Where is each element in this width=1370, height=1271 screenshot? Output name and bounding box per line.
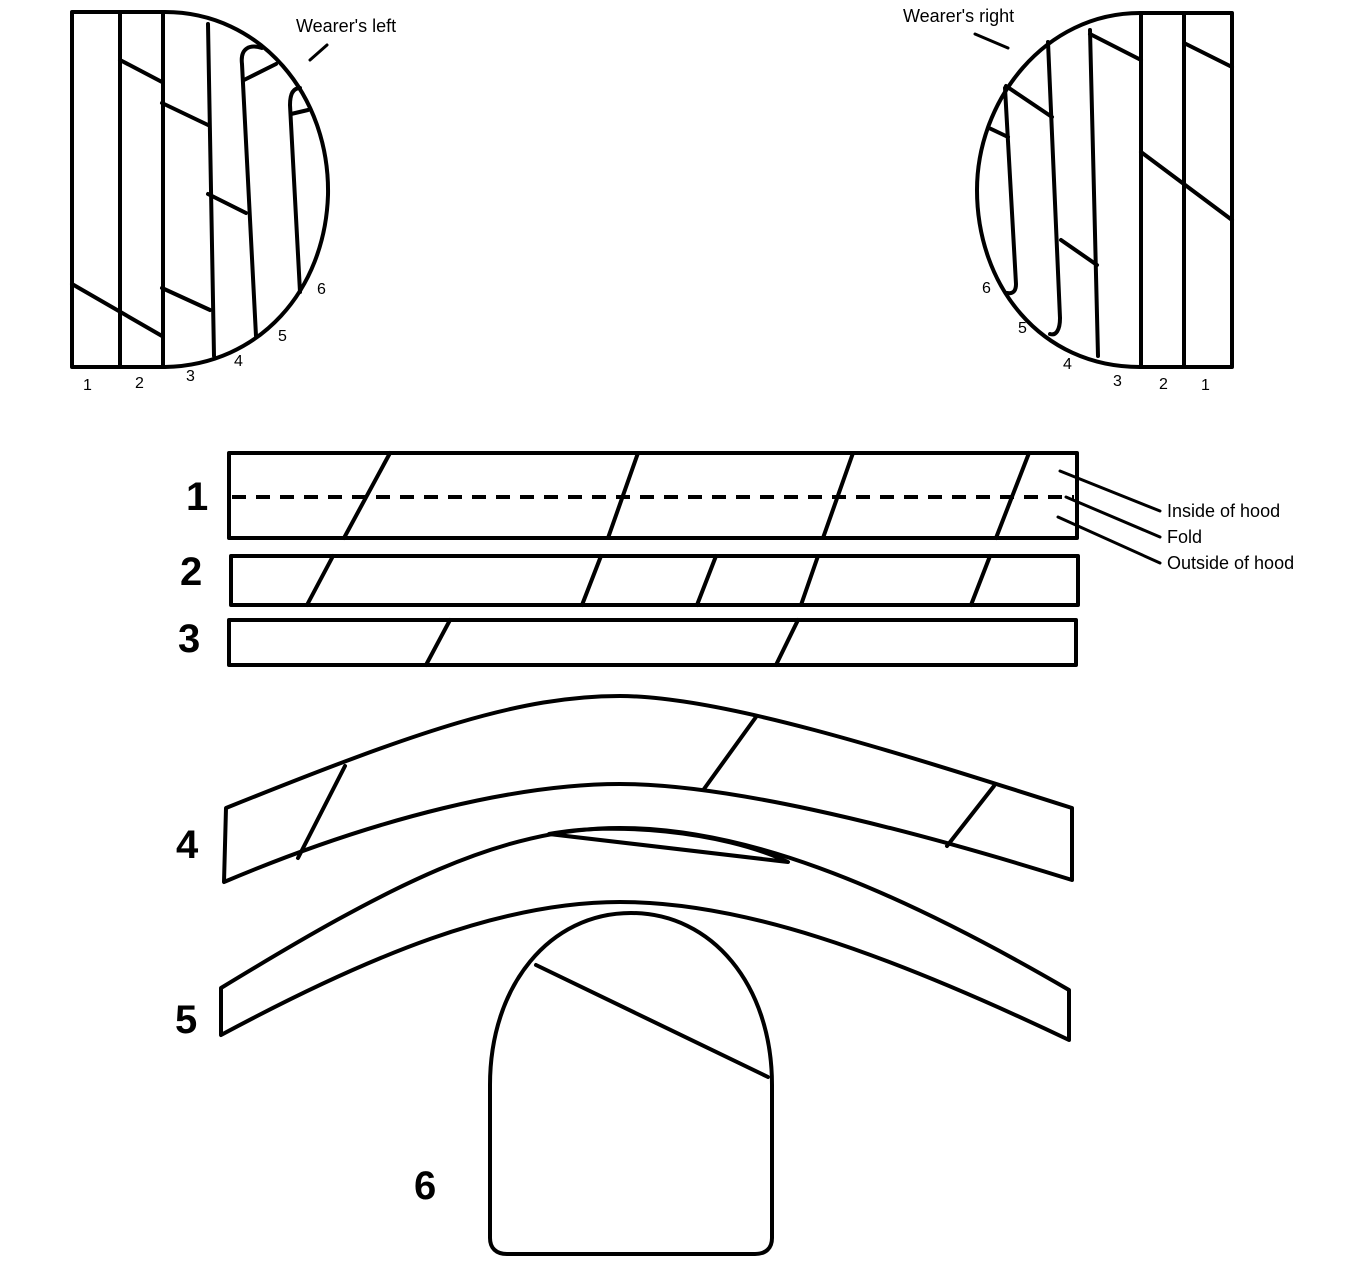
right-piece-number: 4 bbox=[1063, 356, 1072, 373]
right-caption-pointer bbox=[973, 32, 1010, 50]
left-piece-number: 1 bbox=[83, 377, 92, 394]
left-seam bbox=[289, 108, 310, 116]
piece-5-label: 5 bbox=[175, 998, 197, 1042]
piece-2-seam bbox=[580, 554, 603, 607]
piece-2-label: 2 bbox=[180, 550, 202, 594]
right-seam bbox=[1088, 32, 1143, 62]
piece-5-gusset bbox=[547, 826, 790, 864]
right-piece-number: 1 bbox=[1201, 377, 1210, 394]
fold-callouts: Inside of hood Fold Outside of hood bbox=[1056, 469, 1294, 573]
left-strip-loop-6 bbox=[288, 86, 302, 294]
piece-6: 6 bbox=[414, 911, 774, 1256]
left-view-caption: Wearer's left bbox=[296, 16, 396, 36]
left-seam bbox=[70, 282, 164, 338]
piece-2: 2 bbox=[180, 550, 1080, 607]
piece-5-outline bbox=[219, 826, 1071, 1042]
right-piece-number: 6 bbox=[982, 280, 991, 297]
right-seam bbox=[1139, 150, 1234, 222]
left-caption-pointer bbox=[308, 43, 329, 62]
left-piece-number: 5 bbox=[278, 328, 287, 345]
right-seam bbox=[1059, 238, 1099, 267]
right-strip-loop-5 bbox=[1046, 40, 1062, 337]
right-seam bbox=[1004, 84, 1054, 119]
piece-3-seam bbox=[424, 618, 452, 667]
left-piece-number: 6 bbox=[317, 281, 326, 298]
left-seam bbox=[242, 62, 278, 82]
right-view-outline bbox=[975, 11, 1234, 369]
fold-callout-pointer bbox=[1064, 495, 1162, 539]
left-seam bbox=[118, 58, 164, 84]
left-seam bbox=[206, 192, 248, 215]
left-seam bbox=[160, 101, 210, 127]
outside-callout-pointer bbox=[1056, 515, 1162, 565]
piece-2-seam bbox=[799, 554, 820, 607]
piece-2-seam bbox=[969, 554, 992, 607]
piece-6-label: 6 bbox=[414, 1164, 436, 1208]
inside-callout-pointer bbox=[1058, 469, 1162, 513]
piece-1-seam bbox=[994, 451, 1031, 540]
left-strip-divider-3 bbox=[206, 22, 216, 358]
right-seam bbox=[987, 126, 1010, 139]
piece-2-seam bbox=[695, 554, 718, 607]
right-strip-loop-6 bbox=[1003, 86, 1018, 296]
left-side-view: Wearer's left 1 2 3 4 5 6 bbox=[70, 10, 396, 394]
left-strip-loop-5 bbox=[239, 44, 264, 338]
right-piece-number: 2 bbox=[1159, 376, 1168, 393]
right-piece-number: 5 bbox=[1018, 320, 1027, 337]
piece-3-label: 3 bbox=[178, 617, 200, 661]
piece-4-seam bbox=[296, 764, 347, 860]
right-piece-number: 3 bbox=[1113, 373, 1122, 390]
piece-1: 1 bbox=[186, 451, 1079, 540]
piece-4-outline bbox=[222, 694, 1074, 884]
piece-4: 4 bbox=[176, 694, 1074, 884]
left-seam bbox=[160, 286, 212, 312]
inside-of-hood-label: Inside of hood bbox=[1167, 501, 1280, 521]
piece-2-outline bbox=[229, 554, 1080, 607]
piece-3: 3 bbox=[178, 617, 1078, 667]
right-view-caption: Wearer's right bbox=[903, 6, 1014, 26]
left-piece-number: 2 bbox=[135, 375, 144, 392]
piece-5: 5 bbox=[175, 826, 1071, 1042]
left-piece-number: 4 bbox=[234, 353, 243, 370]
outside-of-hood-label: Outside of hood bbox=[1167, 553, 1294, 573]
left-view-outline bbox=[70, 10, 331, 369]
piece-6-outline bbox=[488, 911, 774, 1256]
left-piece-number: 3 bbox=[186, 368, 195, 385]
piece-6-seam bbox=[534, 963, 770, 1079]
piece-1-seam bbox=[342, 451, 392, 540]
piece-3-outline bbox=[227, 618, 1078, 667]
right-seam bbox=[1182, 41, 1234, 69]
piece-4-label: 4 bbox=[176, 823, 199, 867]
right-strip-divider-3 bbox=[1088, 28, 1100, 358]
piece-1-seam bbox=[606, 451, 640, 540]
piece-4-seam bbox=[702, 715, 758, 791]
piece-4-seam bbox=[945, 784, 996, 848]
fold-label: Fold bbox=[1167, 527, 1202, 547]
right-side-view: Wearer's right 6 5 4 3 2 1 bbox=[903, 6, 1234, 394]
piece-1-seam bbox=[821, 451, 855, 540]
piece-1-outline bbox=[227, 451, 1079, 540]
piece-1-label: 1 bbox=[186, 475, 208, 519]
piece-2-seam bbox=[305, 554, 335, 607]
piece-3-seam bbox=[774, 618, 800, 667]
